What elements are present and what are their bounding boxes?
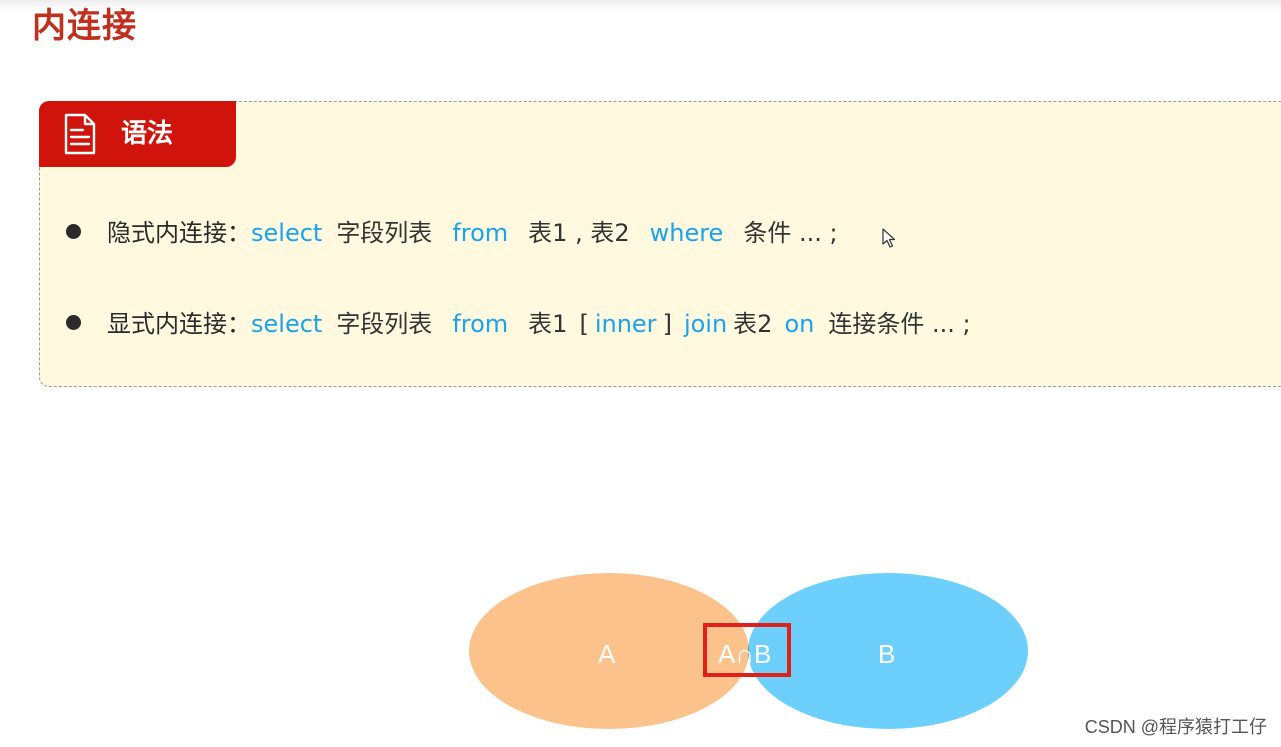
- condition-text: 条件 ... ;: [743, 219, 838, 247]
- intersection-label: A∩B: [718, 639, 772, 669]
- mouse-pointer-icon: [882, 228, 896, 248]
- keyword-from: from: [452, 310, 509, 338]
- keyword-where: where: [649, 219, 724, 247]
- bracket-open: [: [579, 310, 589, 338]
- top-edge-shadow: [0, 0, 1281, 10]
- bullet-dot: [66, 223, 81, 239]
- set-a-ellipse: [469, 573, 749, 729]
- intersection-highlight-box: [703, 623, 791, 677]
- implicit-join-line: 隐式内连接：select 字段列表 from 表1 , 表2 where 条件 ... ;: [66, 213, 838, 253]
- document-icon: [64, 113, 96, 155]
- fields-text: 字段列表: [336, 310, 433, 338]
- bullet-dot: [66, 314, 81, 330]
- implicit-join-label: 隐式内连接：: [107, 219, 251, 247]
- syntax-tag-label: 语法: [121, 119, 174, 149]
- venn-diagram: [469, 573, 1028, 729]
- set-b-label: B: [878, 639, 896, 669]
- bracket-close: ]: [662, 310, 672, 338]
- set-a-label: A: [598, 639, 616, 669]
- join-condition-text: 连接条件 ... ;: [828, 310, 971, 338]
- keyword-from: from: [452, 219, 509, 247]
- keyword-select: select: [251, 219, 323, 247]
- keyword-inner: inner: [594, 310, 657, 338]
- page-title: 内连接: [32, 6, 137, 46]
- keyword-join: join: [683, 310, 728, 338]
- keyword-on: on: [784, 310, 815, 338]
- explicit-join-label: 显式内连接：: [107, 310, 251, 338]
- keyword-select: select: [251, 310, 323, 338]
- table2-text: 表2: [733, 310, 773, 338]
- set-b-ellipse: [748, 573, 1028, 729]
- tables-text: 表1 , 表2: [528, 219, 630, 247]
- syntax-tag: 语法: [39, 101, 236, 167]
- table1-text: 表1: [528, 310, 568, 338]
- syntax-box: [39, 101, 1281, 387]
- watermark: CSDN @程序猿打工仔: [1084, 717, 1267, 737]
- fields-text: 字段列表: [336, 219, 433, 247]
